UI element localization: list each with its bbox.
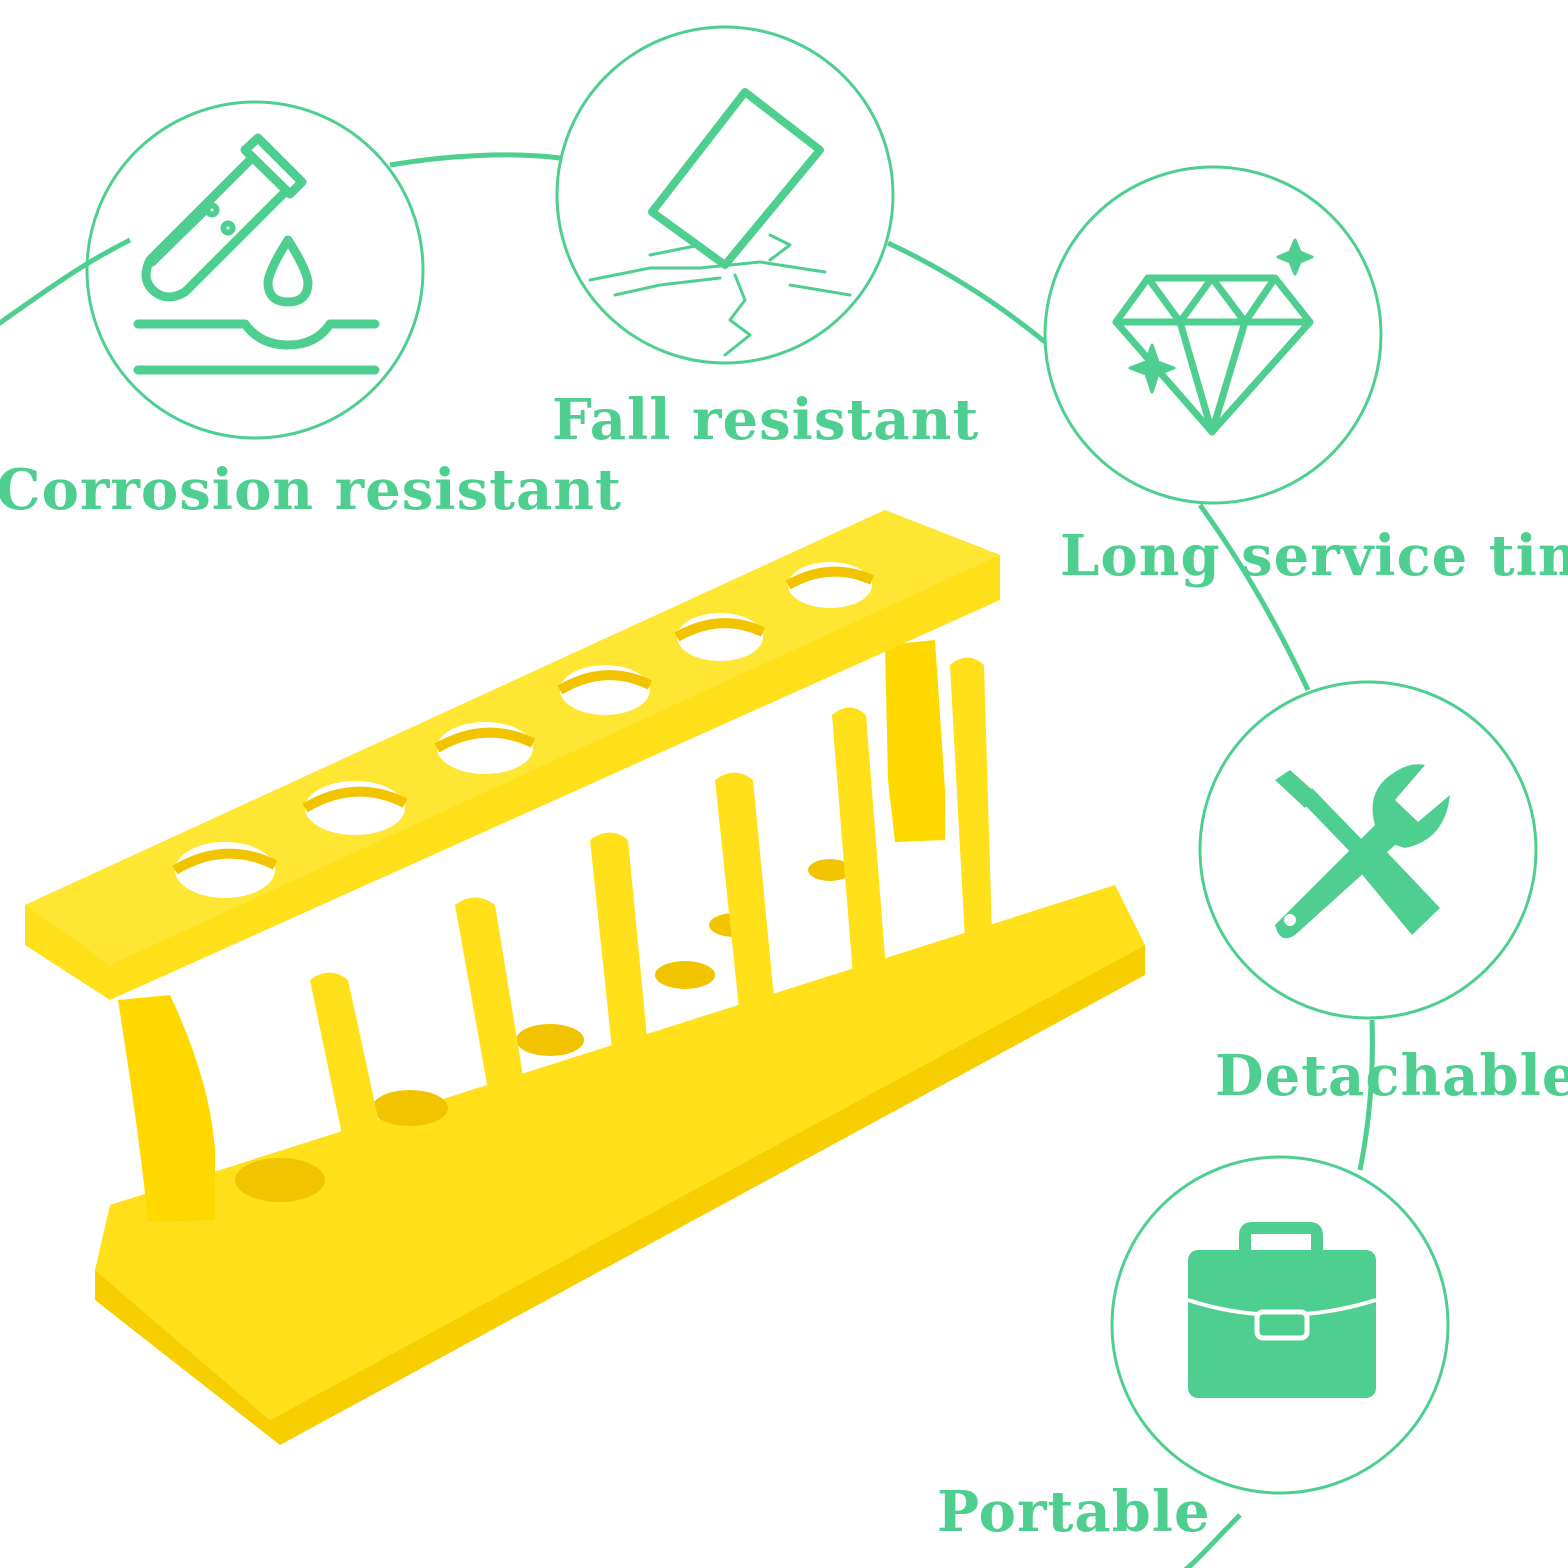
diamond-icon	[1112, 238, 1314, 436]
feature-label-detachable: Detachable	[1215, 1043, 1568, 1109]
test-tube-drop-icon	[133, 133, 380, 375]
feature-label-corrosion: Corrosion resistant	[0, 457, 622, 523]
portable-circle	[1110, 1155, 1450, 1495]
feature-label-fall: Fall resistant	[552, 387, 980, 453]
feature-label-longevity: Long service time	[1060, 523, 1568, 589]
test-tube-rack	[25, 510, 1145, 1445]
longevity-circle	[1043, 165, 1383, 505]
feature-label-portable: Portable	[937, 1479, 1211, 1545]
cracked-ground-icon	[588, 88, 852, 357]
detachable-circle	[1198, 680, 1538, 1020]
wrench-screwdriver-icon	[1275, 764, 1450, 939]
connector-arc	[0, 152, 1375, 1568]
briefcase-icon	[1187, 1222, 1377, 1398]
corrosion-circle	[85, 100, 425, 440]
fall-circle	[555, 25, 895, 365]
